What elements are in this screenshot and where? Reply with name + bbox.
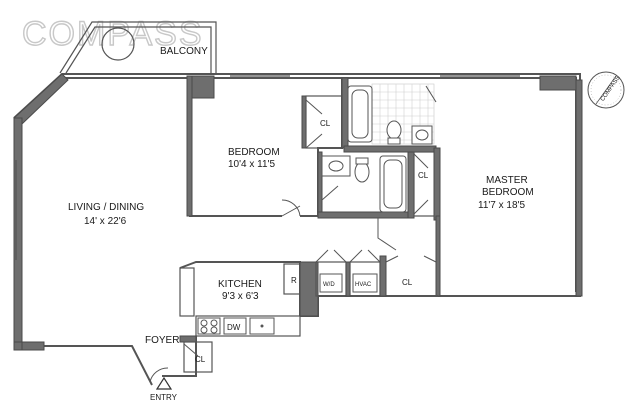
entry: ENTRY (149, 367, 178, 402)
closet-label-bedroom: CL (320, 119, 331, 128)
hvac-unit (352, 273, 378, 293)
kitchen-dims: 9'3 x 6'3 (222, 291, 259, 302)
dishwasher (223, 317, 247, 335)
toilet-icon (354, 161, 370, 183)
balcony-table-icon (101, 27, 135, 61)
kitchen: R DW KITCHEN 9'3 x 6'3 (179, 261, 305, 337)
hallway-door (377, 218, 397, 251)
bedroom-closet: CL (305, 95, 343, 149)
foyer-label: FOYER (145, 335, 179, 346)
windows (15, 75, 520, 260)
foyer: CL FOYER (145, 335, 213, 377)
toilet-icon (386, 120, 402, 140)
compass-logo-watermark: COMPASS (22, 15, 204, 53)
bedroom-dims: 10'4 x 11'5 (228, 159, 275, 170)
closet-label-master: CL (418, 171, 429, 180)
utility-block: W/D HVAC CL (299, 249, 438, 317)
refrigerator-label: R (291, 276, 297, 285)
master-closet: CL (413, 147, 441, 221)
master-bedroom-dims: 11'7 x 18'5 (478, 200, 525, 211)
entry-label: ENTRY (150, 393, 178, 402)
entry-arrow-icon (155, 376, 173, 390)
balcony: BALCONY (59, 21, 217, 74)
dishwasher-label: DW (227, 323, 241, 332)
master-bedroom-label-2: BEDROOM (482, 187, 534, 198)
master-bedroom-label-1: MASTER (486, 175, 528, 186)
balcony-label: BALCONY (160, 46, 208, 57)
living-dining-dims: 14' x 22'6 (84, 216, 127, 227)
compass-rose: COMPASS (587, 71, 625, 109)
hvac-label: HVAC (355, 282, 372, 288)
master-bedroom: MASTER BEDROOM 11'7 x 18'5 (435, 175, 534, 297)
bathroom-lower (317, 151, 415, 219)
living-dining-label: LIVING / DINING (68, 202, 144, 213)
bathroom-top (341, 77, 437, 153)
bedroom-label: BEDROOM (228, 147, 280, 158)
washer-dryer (319, 273, 343, 293)
kitchen-label: KITCHEN (218, 279, 262, 290)
closet-label-foyer: CL (195, 355, 206, 364)
outer-walls (13, 73, 583, 386)
closet-label-hall: CL (402, 278, 413, 287)
living-dining-room: LIVING / DINING 14' x 22'6 (68, 202, 144, 227)
washer-dryer-label: W/D (323, 282, 335, 288)
